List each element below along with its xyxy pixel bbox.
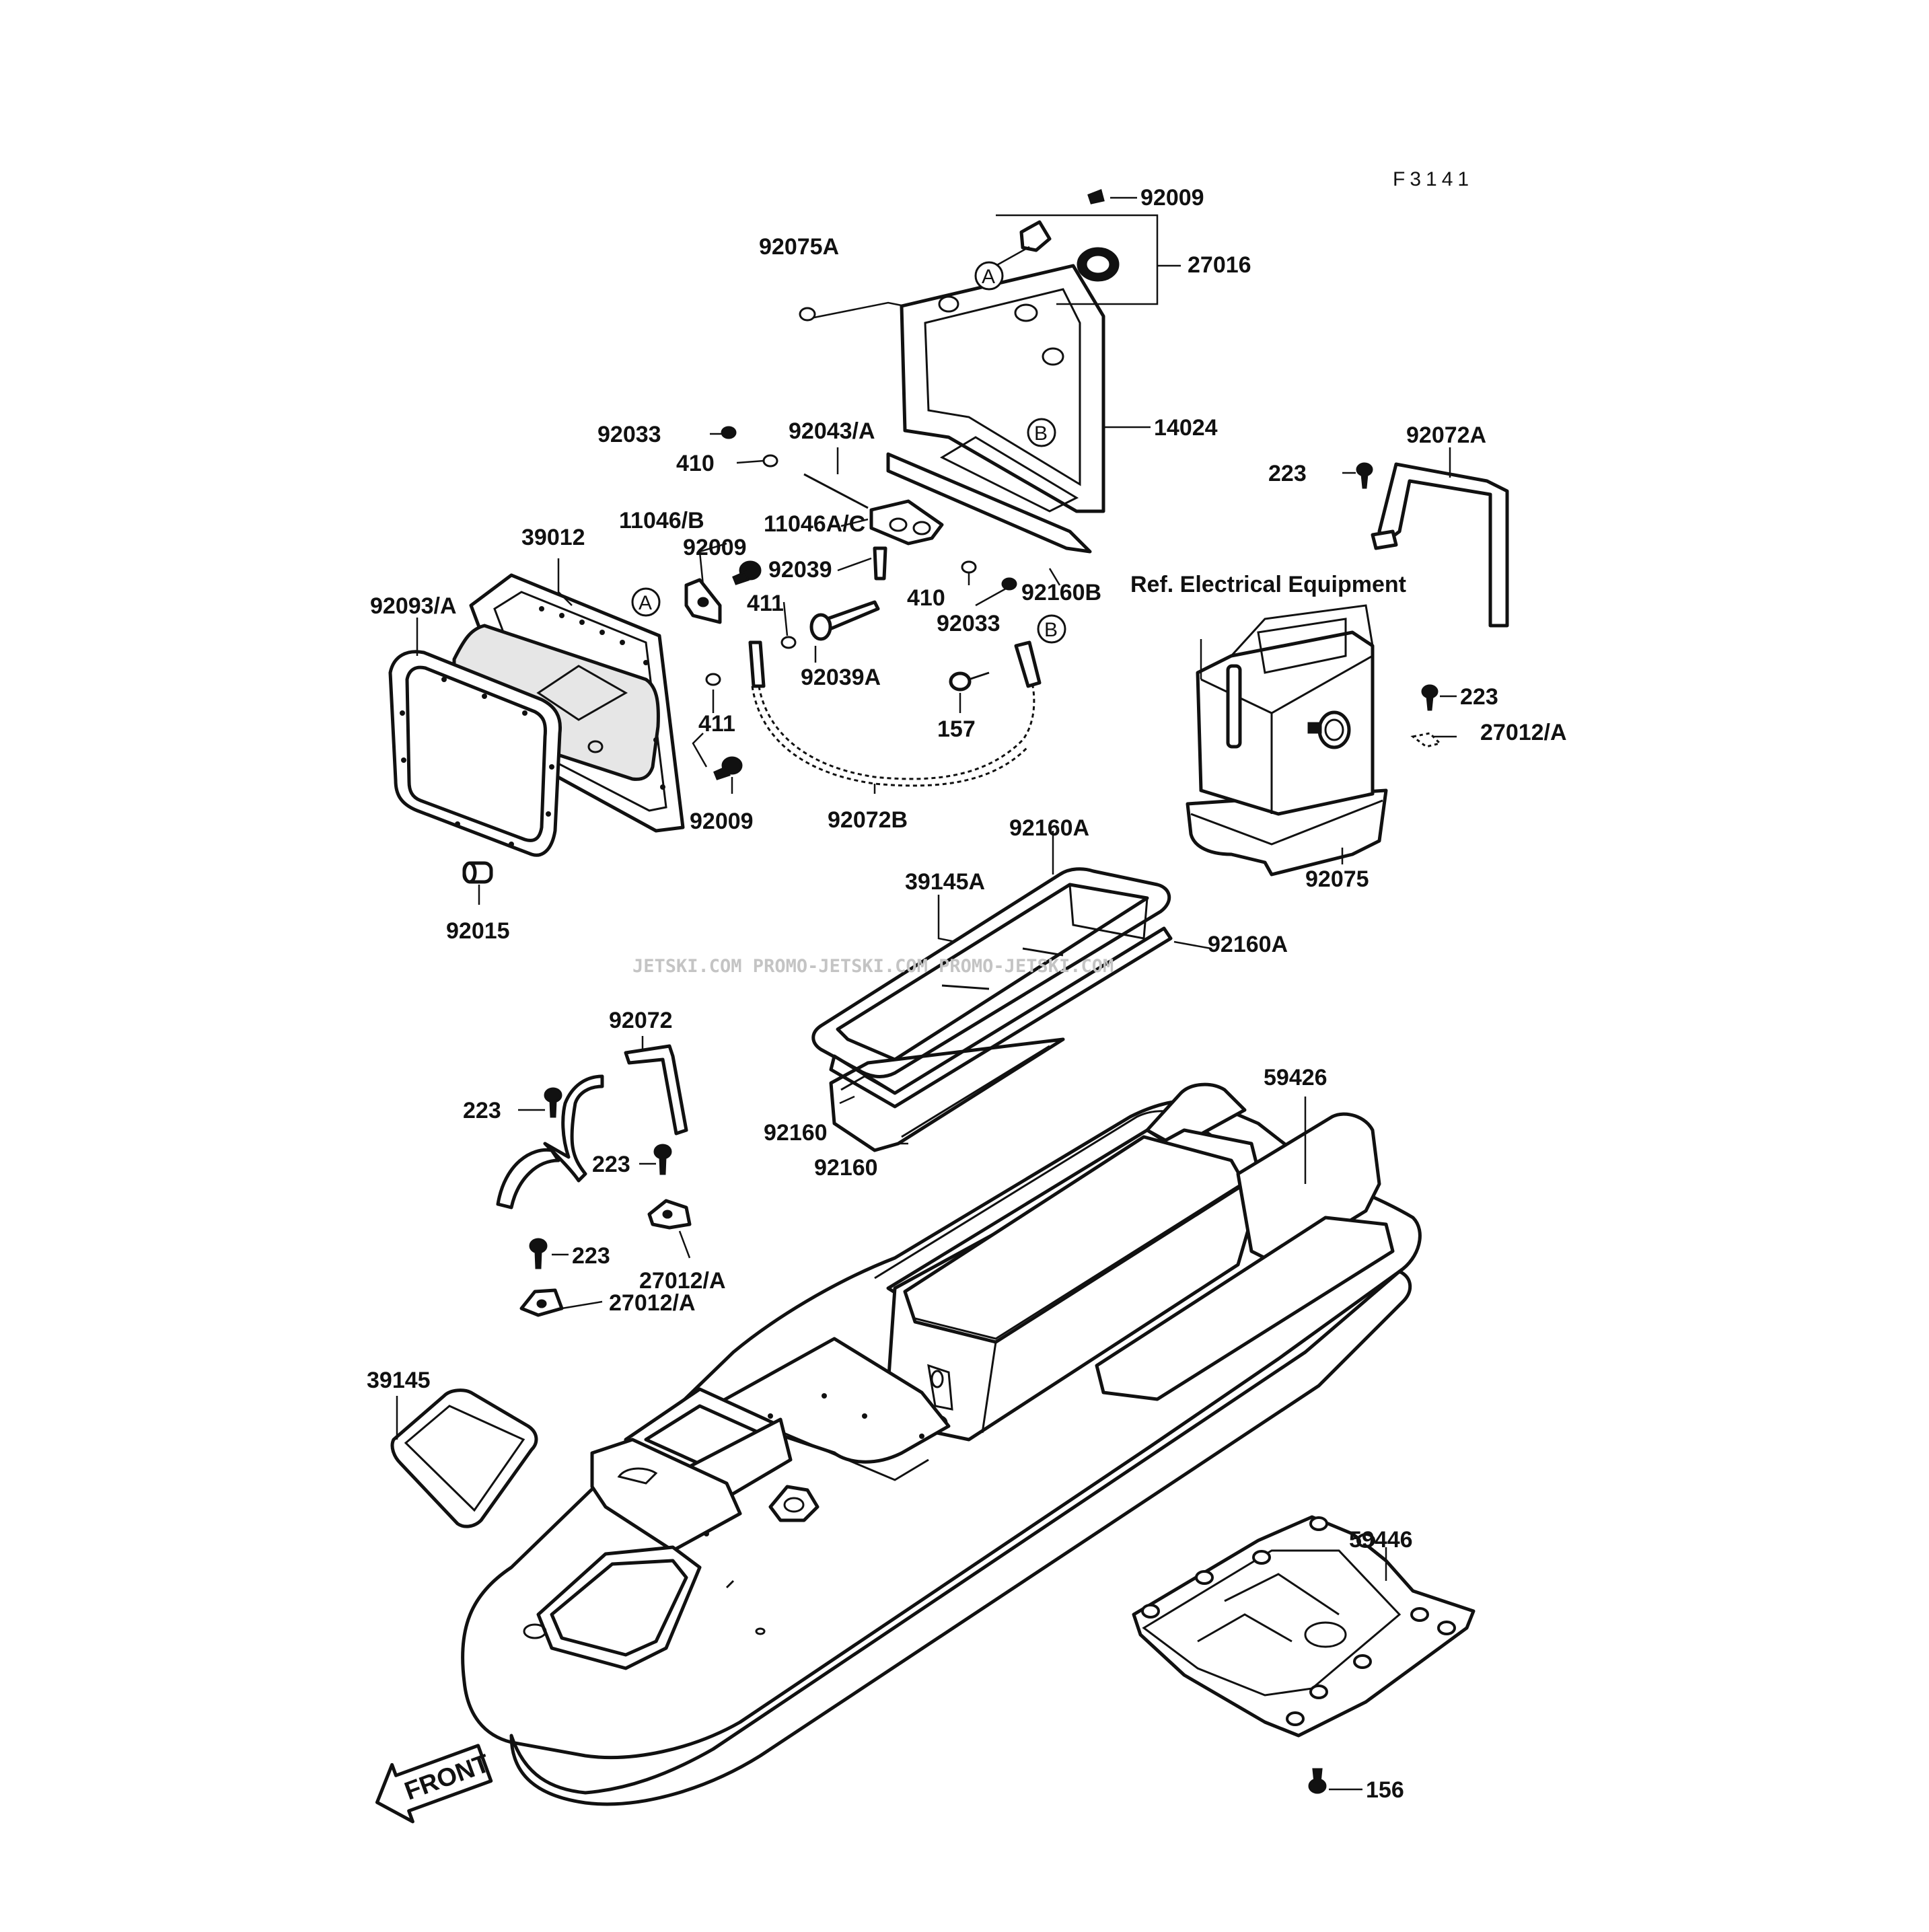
part-label-92075: 92075	[1305, 866, 1369, 892]
hose-clamp	[496, 1074, 604, 1210]
part-label-59426: 59426	[1264, 1065, 1327, 1090]
marker-a-top: A	[974, 261, 1004, 291]
gasket-39145	[390, 1388, 538, 1528]
storage-box-39012	[452, 573, 685, 833]
part-label-92072: 92072	[609, 1008, 673, 1033]
part-label-92072B: 92072B	[828, 807, 908, 833]
pin-92043A	[803, 473, 869, 509]
washer-410-a	[762, 454, 778, 468]
clip-27012A-a	[647, 1199, 692, 1230]
part-label-92009-box-top: 92009	[683, 535, 747, 560]
part-label-27012A-a: 27012/A	[639, 1268, 726, 1294]
part-label-92160A-side: 92160A	[1208, 932, 1288, 957]
svg-text:A: A	[982, 266, 995, 288]
bracket-11046B	[684, 578, 722, 624]
skid-plate-59446	[1132, 1515, 1476, 1738]
part-label-223-left-b: 223	[592, 1152, 630, 1177]
hinge-92160B	[886, 452, 1092, 554]
bolt-92009-top	[1087, 188, 1105, 205]
ring-92075A	[799, 307, 816, 322]
part-label-223-battery-right: 223	[1460, 684, 1498, 710]
rivet-92039A	[809, 600, 880, 641]
svg-text:B: B	[1044, 619, 1058, 641]
bolt-157	[949, 671, 990, 692]
bolt-223-battery-top	[1356, 462, 1373, 489]
marker-b-cover: B	[1027, 418, 1056, 447]
part-label-92009-box-side: 92009	[690, 809, 754, 834]
hull-deck-59426	[461, 1082, 1422, 1806]
part-label-27012A-battery: 27012/A	[1480, 720, 1567, 745]
clip-27012A-battery	[1410, 732, 1442, 748]
marker-b-lanyard: B	[1037, 614, 1066, 644]
part-label-411-a: 411	[747, 591, 784, 616]
part-label-223-left-a: 223	[463, 1098, 501, 1123]
washer-411-a	[780, 636, 797, 649]
part-label-92072A: 92072A	[1406, 422, 1486, 448]
watermark: JETSKI.COM PROMO-JETSKI.COM PROMO-JETSKI…	[632, 956, 1114, 977]
battery-tray-92075	[1186, 788, 1388, 877]
bolt-223-left-a	[544, 1087, 562, 1118]
hinge-11046AC	[869, 499, 944, 546]
clip-92033-a	[721, 426, 737, 439]
battery	[1196, 604, 1375, 816]
part-label-39012: 39012	[521, 525, 585, 550]
part-label-92039A: 92039A	[801, 665, 881, 690]
washer-410-b	[961, 560, 977, 574]
part-label-39145A: 39145A	[905, 869, 985, 895]
part-label-411-b: 411	[698, 711, 735, 737]
bolt-92009-box-side	[713, 756, 743, 780]
washer-411-b	[705, 673, 721, 686]
part-label-92160A-top: 92160A	[1009, 815, 1089, 841]
strap-92072	[624, 1044, 688, 1136]
figure-code: F3141	[1393, 168, 1473, 190]
part-label-92160-b: 92160	[814, 1155, 878, 1181]
gasket-92093A	[388, 650, 562, 857]
leader-lines	[396, 196, 1457, 1791]
part-label-39145: 39145	[367, 1368, 431, 1393]
part-label-59446: 59446	[1349, 1527, 1413, 1553]
part-label-92093A: 92093/A	[370, 593, 457, 619]
part-label-92043A: 92043/A	[789, 418, 875, 444]
part-label-92160B: 92160B	[1021, 580, 1101, 605]
part-label-223-left-c: 223	[572, 1243, 610, 1269]
bolt-223-battery-right	[1421, 684, 1439, 711]
part-label-11046AC: 11046A/C	[764, 511, 865, 537]
part-label-92015: 92015	[446, 918, 510, 944]
bolt-156	[1308, 1768, 1327, 1794]
part-label-92033-a: 92033	[597, 422, 661, 447]
part-label-92039: 92039	[768, 557, 832, 583]
gasket-92160A-lower	[829, 926, 1173, 1109]
part-label-223-battery-top: 223	[1268, 461, 1307, 486]
clip-92033-b	[1001, 577, 1017, 591]
part-label-14024: 14024	[1154, 415, 1218, 441]
bolt-92009-box-top	[732, 560, 762, 585]
reference-note: Ref. Electrical Equipment	[1130, 572, 1406, 597]
front-arrow: FRONT	[375, 1744, 493, 1824]
part-label-92033-b: 92033	[937, 611, 1000, 636]
part-label-27012A-b: 27012/A	[609, 1290, 696, 1316]
bolt-223-left-c	[529, 1238, 548, 1269]
plug-92015	[462, 861, 493, 884]
clip-27012A-b	[519, 1288, 564, 1317]
hatch-gasket-39145A	[811, 867, 1171, 1078]
marker-a-box: A	[631, 587, 661, 617]
part-label-92075A: 92075A	[759, 234, 839, 260]
cover-latch-27016	[1019, 220, 1120, 282]
svg-text:A: A	[639, 592, 652, 614]
battery-band-92072A	[1371, 462, 1509, 628]
screw-92039	[873, 546, 887, 581]
part-label-410-a: 410	[676, 451, 715, 476]
part-label-92009-top: 92009	[1140, 185, 1204, 211]
part-label-92160-a: 92160	[764, 1120, 828, 1146]
part-label-27016: 27016	[1188, 252, 1251, 278]
bolt-223-left-b	[653, 1144, 672, 1175]
hatch-cover-14024	[900, 264, 1105, 513]
svg-text:B: B	[1034, 422, 1048, 445]
part-label-410-b: 410	[907, 585, 945, 611]
part-label-157: 157	[937, 716, 976, 742]
lanyard-92072B	[748, 640, 1042, 787]
part-label-156: 156	[1366, 1777, 1404, 1803]
part-label-11046B: 11046/B	[619, 508, 704, 533]
